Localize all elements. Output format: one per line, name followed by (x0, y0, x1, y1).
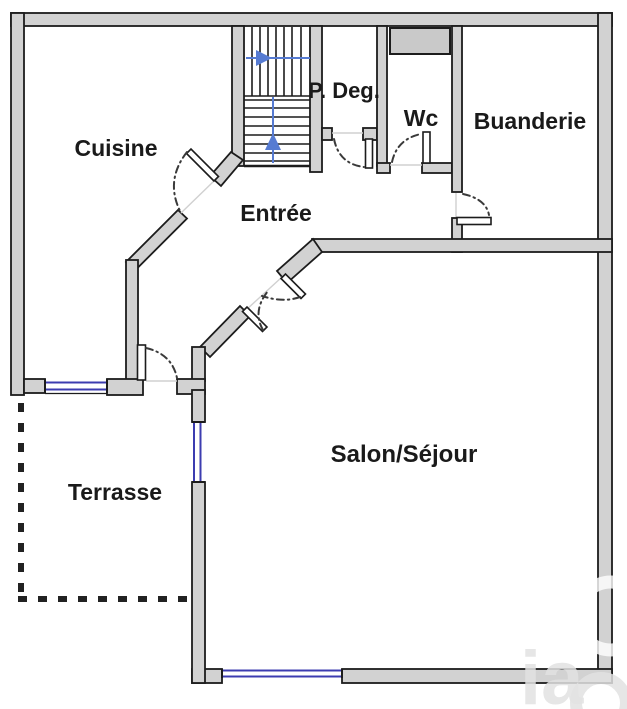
watermark-ring (570, 575, 627, 657)
room-label-pdeg: P. Deg. (308, 78, 380, 103)
wall-top (10, 12, 613, 27)
wall-left (10, 12, 25, 396)
door-arc-pdeg (333, 138, 365, 168)
door-leaf-pdeg (364, 138, 374, 169)
room-labels: Cuisine Entrée P. Deg. Wc Buanderie Salo… (68, 78, 586, 505)
window-salon-bottom (221, 669, 343, 678)
staircase (244, 27, 310, 168)
wall-cuisine-east (125, 259, 139, 381)
wall-salon-left-upper (191, 346, 206, 382)
room-label-terrasse: Terrasse (68, 479, 162, 505)
doors (136, 131, 492, 382)
door-leaf-buanderie (456, 216, 492, 226)
watermark-ring-2 (570, 672, 627, 709)
window-cuisine (44, 379, 108, 395)
window-salon-left (192, 421, 205, 483)
wall-salon-top (311, 238, 613, 253)
door-arc-terrasse (145, 347, 178, 379)
stair-arrow-up-icon (265, 133, 281, 150)
door-arc-buanderie (462, 193, 490, 216)
wall-stairs-left (231, 25, 245, 167)
wall-pdeg-bottom-right (362, 127, 378, 141)
door-arc-salon-1 (261, 295, 301, 301)
door-arc-wc (391, 133, 422, 163)
wall-entree-diagonal-lower (198, 304, 252, 359)
watermark: ia (520, 575, 627, 709)
wall-cuisine-bottom-right (106, 378, 144, 396)
wall-wc-bottom-left (376, 162, 391, 174)
wall-stairs-right (309, 25, 323, 173)
terrasse-boundary (18, 403, 192, 602)
wall-salon-left-b (191, 481, 206, 684)
wall-pdeg-bottom-left (321, 127, 333, 141)
room-label-wc: Wc (404, 105, 439, 131)
door-leaf-terrasse (136, 344, 147, 381)
door-leaf-salon-1 (279, 272, 307, 300)
wall-wc-bottom-right (421, 162, 453, 174)
door-arc-cuisine (172, 151, 188, 212)
duct-shaft (389, 27, 451, 55)
wall-buanderie-left (451, 25, 463, 193)
wall-cuisine-bottom-left (23, 378, 46, 394)
door-arc-salon-2 (257, 290, 269, 331)
room-label-cuisine: Cuisine (74, 135, 157, 161)
windows (44, 379, 343, 678)
stair-arrow-right-icon (256, 50, 272, 66)
room-label-entree: Entrée (240, 200, 312, 226)
door-leaf-cuisine (185, 147, 220, 183)
room-label-salon: Salon/Séjour (331, 441, 478, 468)
door-leaf-wc (422, 131, 431, 164)
wall-salon-left-a (191, 389, 206, 423)
room-label-buanderie: Buanderie (474, 108, 586, 134)
